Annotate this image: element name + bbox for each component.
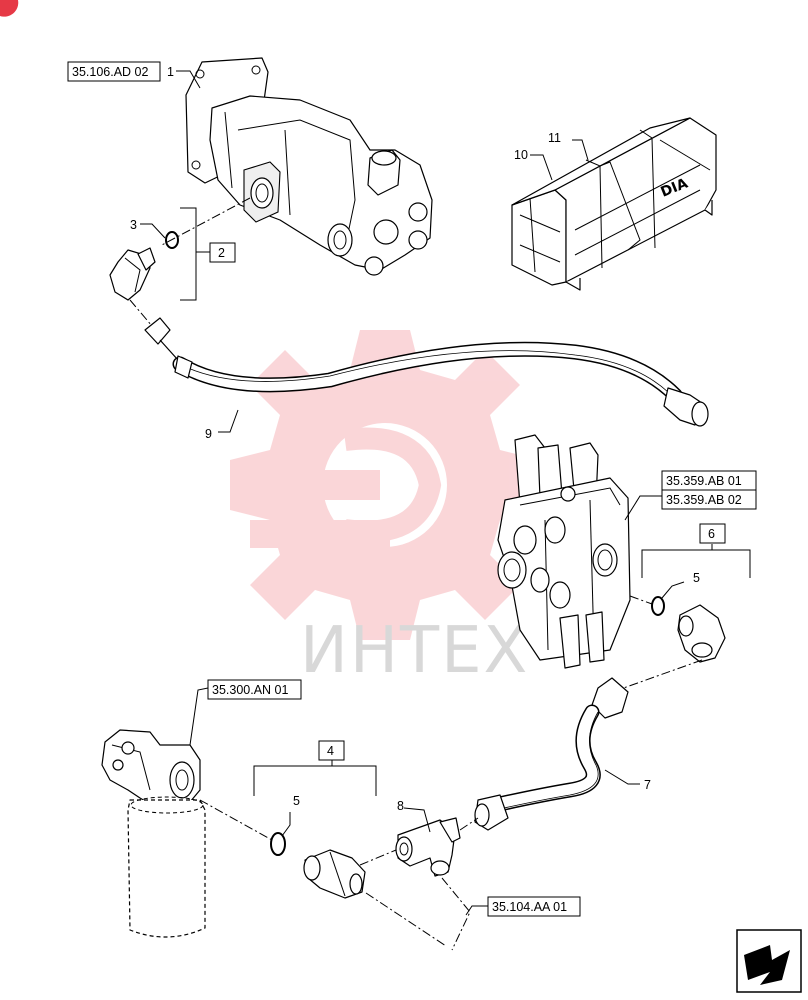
valve-ref-label-1[interactable]: 35.359.AB 01 (666, 474, 742, 488)
oil-filter (101, 729, 206, 938)
centerline-valve (629, 595, 653, 605)
leader-5-lower (281, 812, 291, 837)
kit-2-bracket (180, 207, 197, 301)
callout-9: 9 (205, 427, 212, 441)
leader-9 (218, 409, 239, 433)
watermark-gear-icon (230, 330, 540, 640)
control-valve (497, 434, 631, 669)
adapter-fitting-lower (303, 849, 366, 899)
leader-valve-ref (624, 495, 662, 521)
callout-5-lower: 5 (293, 794, 300, 808)
pump-ref-label[interactable]: 35.106.AD 02 (72, 65, 148, 79)
next-page-arrow-icon[interactable] (736, 929, 802, 993)
filter-ref-label[interactable]: 35.300.AN 01 (212, 683, 288, 697)
callout-11: 11 (548, 131, 561, 145)
hydraulic-pump (185, 57, 433, 276)
kit-6-box (699, 523, 726, 544)
callout-1: 1 (167, 65, 174, 79)
callout-10: 10 (514, 148, 528, 162)
leader-3 (140, 223, 166, 239)
centerline-lower (365, 892, 447, 947)
leader-1 (176, 70, 201, 89)
leader-8 (403, 807, 431, 833)
filter-ref-box[interactable] (207, 679, 302, 700)
callout-5-right: 5 (693, 571, 700, 585)
corner-badge-icon (0, 0, 19, 17)
centerline-filter (199, 799, 273, 841)
tee-fitting (395, 817, 461, 877)
leader-11 (572, 139, 589, 161)
kit-2-box (209, 242, 236, 263)
kit-2-label: 2 (218, 246, 225, 260)
watermark-text: ИНТЕХ (300, 614, 529, 688)
hose-assembly-lower (474, 677, 629, 831)
elbow-fitting-upper (109, 247, 156, 301)
elbow-fitting-right (677, 604, 726, 663)
centerline-tee-left (359, 849, 397, 866)
kit-6-bracket (641, 549, 751, 578)
callout-7: 7 (644, 778, 651, 792)
leader-5-right (661, 581, 685, 599)
o-ring-lower (270, 832, 286, 856)
kit-4-bracket (253, 765, 377, 796)
callout-3: 3 (130, 218, 137, 232)
leader-7 (604, 769, 640, 785)
tank-ref-label[interactable]: 35.104.AA 01 (492, 900, 567, 914)
valve-ref-label-2[interactable]: 35.359.AB 02 (666, 493, 742, 507)
valve-ref-box-2[interactable] (661, 489, 757, 510)
leader-filter-ref (189, 687, 209, 746)
centerline-tee-down (441, 877, 471, 951)
kit-4-label: 4 (327, 744, 334, 758)
kit-4-box (318, 740, 345, 761)
pump-ref-box[interactable] (67, 61, 161, 82)
kit-6-label: 6 (708, 527, 715, 541)
shipping-crate: DIA (511, 117, 717, 291)
centerline-tee-right (459, 817, 479, 831)
leader-tank-ref (465, 905, 488, 916)
leader-10 (530, 154, 553, 181)
tank-ref-box[interactable] (487, 896, 581, 917)
hose-assembly-upper (144, 317, 709, 427)
centerline-pump (159, 197, 251, 247)
o-ring-upper (165, 231, 179, 249)
centerline-elbow (129, 299, 153, 327)
o-ring-right (651, 596, 665, 616)
watermark (230, 330, 540, 640)
callout-8: 8 (397, 799, 404, 813)
centerline-right-hose (617, 659, 703, 691)
